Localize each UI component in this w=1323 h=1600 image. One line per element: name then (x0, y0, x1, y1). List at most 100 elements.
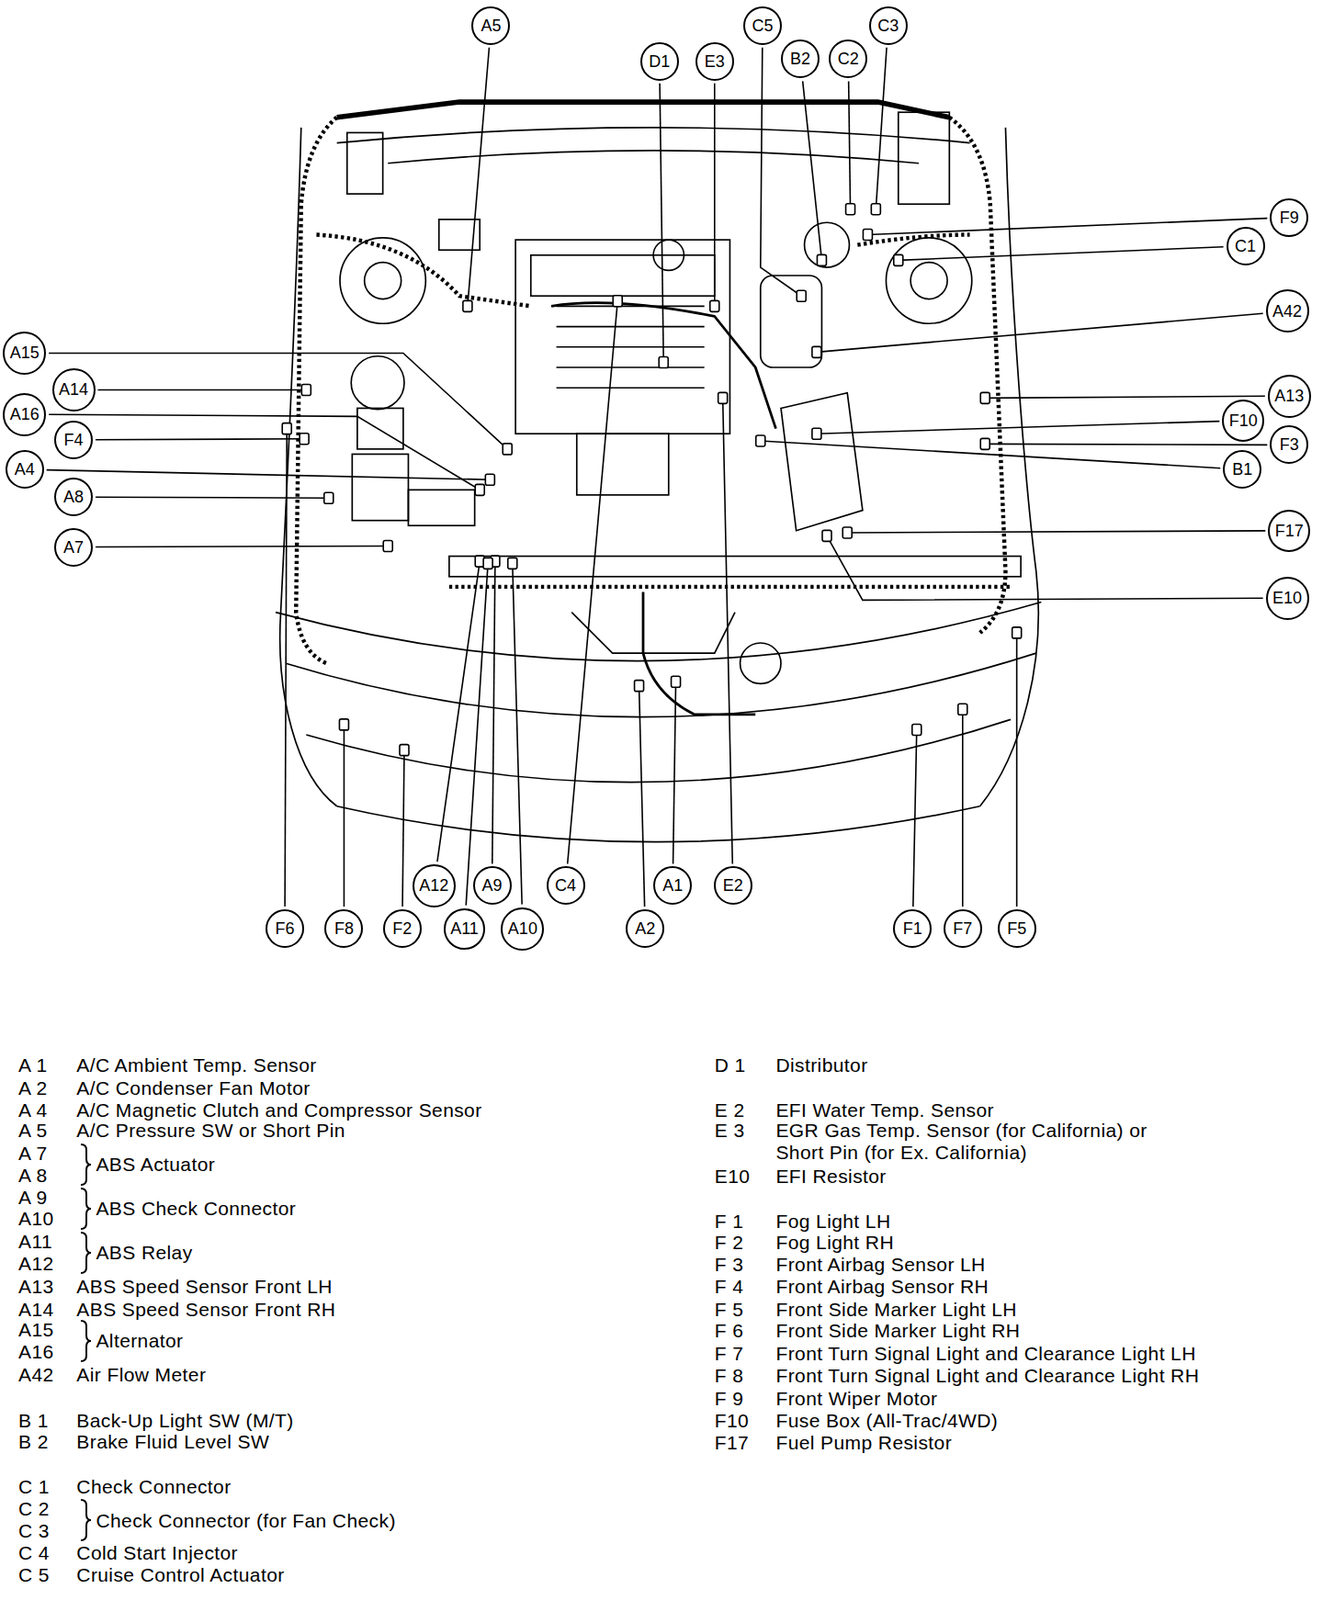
leader-line (1016, 633, 1018, 907)
part-code: A 4 (18, 1099, 48, 1122)
part-name: Air Flow Meter (76, 1364, 206, 1387)
connector-plug (483, 557, 493, 569)
part-name: Brake Fluid Level SW (76, 1431, 270, 1454)
engine-block (515, 239, 730, 434)
callout-circle: A5 (471, 6, 510, 46)
cruise-actuator (804, 222, 850, 268)
connector-plug (862, 229, 872, 241)
part-code: A10 (18, 1208, 55, 1231)
part-name: Fuse Box (All-Trac/4WD) (775, 1410, 998, 1433)
callout-circle: F10 (1221, 399, 1265, 442)
callout-number: F3 (1279, 435, 1300, 454)
part-name: ABS Speed Sensor Front LH (76, 1276, 332, 1299)
callout-circle: C1 (1226, 226, 1266, 266)
part-code: A 9 (18, 1187, 48, 1210)
callout-number: F4 (63, 430, 83, 450)
callout-number: F1 (903, 919, 923, 939)
part-code: F 3 (714, 1254, 745, 1277)
leader-line (802, 80, 823, 261)
part-code: C 2 (18, 1498, 50, 1521)
callout-number: E2 (723, 876, 744, 895)
part-code: D 1 (714, 1054, 747, 1077)
part-name: Front Airbag Sensor RH (775, 1276, 989, 1299)
connector-plug (756, 435, 766, 447)
leader-line (760, 47, 802, 296)
callout-circle: A13 (1267, 374, 1312, 419)
connector-plug (816, 254, 826, 266)
connector-plug (846, 203, 856, 215)
part-code: A13 (18, 1276, 55, 1299)
callout-number: A8 (63, 487, 84, 507)
connector-plug (822, 530, 832, 542)
connector-plug (893, 254, 904, 266)
bracket (80, 1144, 91, 1186)
connector-plug (299, 433, 309, 445)
leader-line (816, 421, 1220, 435)
part-name: A/C Condenser Fan Motor (76, 1077, 310, 1100)
leader-line (816, 313, 1264, 352)
brake-master-cylinder (350, 356, 405, 410)
connector-plug (474, 484, 485, 496)
oil-pan (576, 433, 669, 496)
bumper-line (275, 602, 1041, 662)
callout-number: A2 (634, 919, 656, 939)
leader-line (867, 218, 1267, 236)
part-name: ABS Check Connector (95, 1198, 296, 1221)
connector-plug (485, 474, 495, 486)
callout-circle: A9 (473, 866, 512, 905)
bracket (80, 1500, 91, 1541)
part-name: ABS Speed Sensor Front RH (76, 1299, 336, 1322)
callout-circle: C2 (828, 39, 868, 79)
callout-circle: A10 (500, 907, 544, 951)
callout-number: E10 (1272, 588, 1302, 608)
callout-circle: F3 (1269, 425, 1309, 464)
part-code: E10 (714, 1165, 751, 1188)
callout-circle: D1 (640, 42, 679, 81)
leader-line (437, 561, 480, 862)
leader-line (98, 389, 307, 392)
connector-plug (324, 492, 334, 504)
part-code: A 2 (18, 1077, 48, 1100)
callout-circle: F8 (324, 909, 363, 949)
wire-harness (857, 235, 970, 246)
callout-number: C1 (1234, 237, 1256, 256)
leader-line (465, 563, 488, 905)
connector-plug (463, 300, 473, 312)
callout-circle: A14 (52, 368, 96, 412)
leader-line (567, 301, 619, 865)
leader-line (95, 497, 329, 498)
part-name: EFI Resistor (775, 1165, 886, 1188)
callout-number: C5 (751, 16, 773, 35)
callout-number: B2 (790, 49, 811, 68)
bumper-line (337, 806, 981, 843)
part-name: Cold Start Injector (76, 1542, 238, 1565)
leader-line (984, 395, 1266, 398)
connector-plug (658, 356, 668, 368)
part-name: A/C Pressure SW or Short Pin (76, 1119, 345, 1143)
connector-plug (958, 703, 968, 715)
leader-line (46, 470, 491, 481)
callout-number: A5 (480, 16, 501, 35)
callout-circle: A42 (1266, 289, 1310, 333)
part-code: C 3 (18, 1520, 50, 1543)
strut-tower (885, 237, 972, 324)
part-code: F 5 (714, 1299, 745, 1322)
part-code: A 7 (18, 1142, 48, 1165)
connector-plug (796, 290, 806, 302)
wire-harness (337, 101, 950, 118)
connector-plug (718, 392, 728, 404)
callout-number: A14 (58, 380, 89, 399)
part-code: F10 (714, 1410, 749, 1433)
callout-number: A9 (482, 876, 503, 895)
leader-line (284, 429, 287, 907)
callout-number: F9 (1279, 208, 1300, 227)
callout-circle: A2 (625, 909, 665, 949)
leader-line (848, 80, 851, 209)
part-name: Fog Light LH (775, 1210, 891, 1233)
leader-line (875, 47, 887, 210)
part-code: C 4 (18, 1542, 50, 1565)
callout-circle: F7 (943, 909, 983, 949)
callout-number: C3 (877, 16, 899, 35)
leader-line (512, 563, 522, 905)
